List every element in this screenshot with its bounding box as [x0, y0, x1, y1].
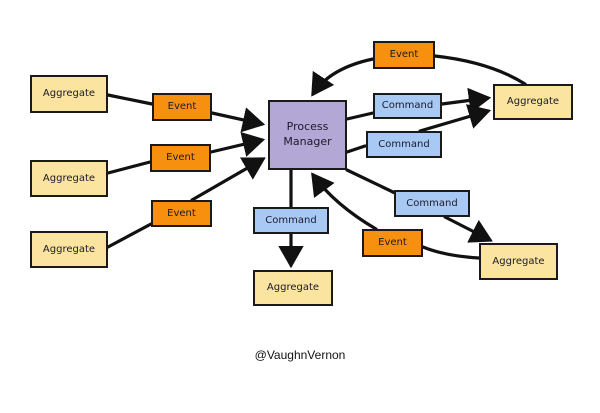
edge-pm-to-command-lower-right	[345, 168, 397, 195]
process-manager-line-1: Process	[286, 120, 329, 134]
edge-pm-to-command-1	[345, 111, 375, 121]
edge-agg-right-bottom-to-event	[421, 245, 481, 260]
aggregate-right-top: Aggregate	[493, 84, 573, 120]
edge-agg-right-top-to-event	[433, 54, 527, 86]
process-manager-line-2: Manager	[283, 135, 332, 148]
edge-event-bottom-right-to-pm	[311, 172, 378, 231]
edge-agg-left-1-to-event	[106, 93, 154, 106]
event-bottom-right: Event	[362, 229, 423, 257]
aggregate-left-3: Aggregate	[30, 231, 108, 268]
edge-command-lower-right-to-agg	[443, 215, 493, 243]
edge-command-1-to-agg	[440, 87, 492, 114]
aggregate-right-bottom: Aggregate	[479, 243, 558, 280]
event-left-1: Event	[152, 93, 212, 121]
command-bottom: Command	[253, 207, 329, 234]
edge-event-left-2-to-pm	[209, 131, 266, 157]
author-credit: @VaughnVernon	[254, 348, 346, 362]
aggregate-bottom: Aggregate	[253, 270, 333, 306]
edge-agg-left-2-to-event	[106, 160, 152, 175]
aggregate-left-2: Aggregate	[30, 160, 108, 197]
command-right-2: Command	[366, 131, 442, 158]
edge-event-top-to-pm	[311, 57, 375, 97]
event-top: Event	[373, 41, 435, 69]
process-manager: Process Manager	[268, 100, 347, 170]
event-left-3: Event	[151, 200, 212, 227]
edge-command-2-to-agg	[418, 104, 492, 133]
command-lower-right: Command	[394, 190, 470, 217]
edge-agg-left-3-to-event	[106, 222, 153, 249]
edge-event-left-1-to-pm	[210, 107, 266, 133]
edge-pm-to-command-2	[345, 144, 367, 154]
edge-event-left-3-to-pm	[190, 157, 266, 202]
event-left-2: Event	[150, 144, 211, 172]
aggregate-left-1: Aggregate	[30, 75, 108, 113]
command-right-1: Command	[373, 93, 442, 119]
